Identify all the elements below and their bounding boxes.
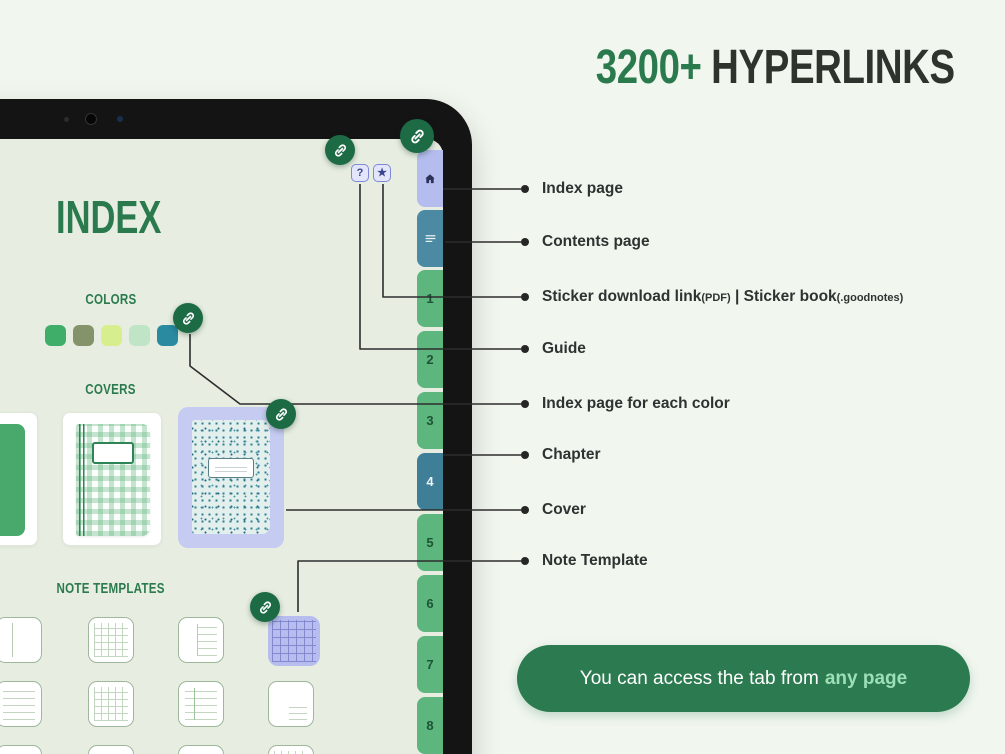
chain-link-icon [275, 407, 287, 421]
hyperlink-badge-tab[interactable] [400, 119, 434, 153]
cover-title-label [92, 442, 134, 464]
note-template-partial[interactable] [268, 745, 314, 754]
chain-link-icon [259, 600, 271, 614]
connector-dot [521, 238, 529, 246]
headline: 3200+ HYPERLINKS [506, 44, 955, 92]
tab-4-selected[interactable]: 4 [417, 453, 443, 510]
annotation-row: Sticker download link(PDF) | Sticker boo… [521, 286, 903, 308]
note-template-selected[interactable] [268, 616, 320, 666]
tab-3[interactable]: 3 [417, 392, 443, 449]
cta-text: You can access the tab from [579, 667, 819, 689]
chain-link-icon [182, 311, 194, 325]
color-swatch-teal[interactable] [157, 325, 178, 346]
color-swatch-green[interactable] [45, 325, 66, 346]
annotation-label: Note Template [542, 552, 648, 569]
connector-dot [521, 185, 529, 193]
annotation-row: Note Template [521, 550, 648, 572]
home-icon [425, 173, 435, 183]
tab-contents[interactable] [417, 210, 443, 267]
note-templates-section-label: NOTE TEMPLATES [56, 581, 166, 597]
connector-dot [521, 557, 529, 565]
front-camera [85, 113, 97, 125]
cta-pill[interactable]: You can access the tab from any page [517, 645, 970, 712]
note-template-lined-corner[interactable] [268, 681, 314, 727]
note-template-lined-margin[interactable] [178, 681, 224, 727]
hyperlink-badge-colors[interactable] [173, 303, 203, 333]
tab-8[interactable]: 8 [417, 697, 443, 754]
annotation-row: Chapter [521, 444, 601, 466]
annotation-text-small: (PDF) [701, 292, 731, 304]
connector-dot [521, 451, 529, 459]
note-template-blank[interactable] [0, 617, 42, 663]
connector-dot [521, 293, 529, 301]
index-title-text: INDEX [56, 191, 162, 243]
annotation-row: Cover [521, 499, 586, 521]
index-page-title: INDEX [56, 194, 197, 240]
headline-count: 3200+ [596, 41, 702, 94]
star-icon: ★ [377, 166, 387, 179]
cta-highlight: any page [824, 667, 908, 689]
note-template-partial[interactable] [88, 745, 134, 754]
question-icon: ? [356, 166, 364, 179]
cover-card-gingham[interactable] [62, 412, 162, 546]
cover-card-partial[interactable] [0, 412, 38, 546]
color-swatch-lime[interactable] [101, 325, 122, 346]
tab-5[interactable]: 5 [417, 514, 443, 571]
annotation-label: Contents page [542, 233, 650, 250]
color-swatch-olive[interactable] [73, 325, 94, 346]
notebook-cover-gingham [76, 424, 150, 536]
annotation-row: Guide [521, 338, 586, 360]
covers-section-label: COVERS [85, 382, 137, 398]
hyperlink-badge-cover[interactable] [266, 399, 296, 429]
tab-2[interactable]: 2 [417, 331, 443, 388]
help-badge[interactable]: ? [351, 164, 369, 182]
annotation-label: Sticker download link(PDF) | Sticker boo… [542, 288, 903, 306]
annotation-row: Contents page [521, 231, 650, 253]
annotation-label: Chapter [542, 446, 601, 463]
tab-7[interactable]: 7 [417, 636, 443, 693]
hyperlink-badge-toolbar[interactable] [325, 135, 355, 165]
tab-1[interactable]: 1 [417, 270, 443, 327]
note-template-lined[interactable] [178, 617, 224, 663]
annotation-label: Index page [542, 180, 623, 197]
chain-link-icon [334, 143, 346, 157]
notebook-cover-speckle [192, 420, 270, 534]
annotation-label: Guide [542, 340, 586, 357]
annotation-text: | Sticker book [730, 288, 837, 305]
list-icon [425, 235, 435, 242]
note-template-partial[interactable] [0, 745, 42, 754]
connector-dot [521, 345, 529, 353]
note-template-lined-full[interactable] [0, 681, 42, 727]
notebook-cover-green [0, 424, 25, 536]
connector-dot [521, 506, 529, 514]
note-template-grid[interactable] [88, 617, 134, 663]
tab-index-home[interactable] [417, 150, 443, 207]
note-template-grid-2[interactable] [88, 681, 134, 727]
cover-card-selected[interactable] [178, 407, 284, 548]
chain-link-icon [410, 129, 424, 143]
colors-section-label: COLORS [85, 292, 137, 308]
hyperlink-badge-template[interactable] [250, 592, 280, 622]
camera-dot [64, 117, 69, 122]
note-template-partial[interactable] [178, 745, 224, 754]
cover-title-label [208, 458, 254, 478]
annotation-label: Cover [542, 501, 586, 518]
camera-sensor [117, 116, 123, 122]
annotation-row: Index page for each color [521, 393, 730, 415]
annotation-label: Index page for each color [542, 395, 730, 412]
tab-6[interactable]: 6 [417, 575, 443, 632]
connector-dot [521, 400, 529, 408]
annotation-text-small: (.goodnotes) [836, 292, 904, 304]
headline-label: HYPERLINKS [711, 41, 956, 94]
annotation-text: Sticker download link [542, 288, 702, 305]
favorite-badge[interactable]: ★ [373, 164, 391, 182]
annotation-row: Index page [521, 178, 623, 200]
color-swatch-row [45, 325, 178, 346]
color-swatch-mint[interactable] [129, 325, 150, 346]
